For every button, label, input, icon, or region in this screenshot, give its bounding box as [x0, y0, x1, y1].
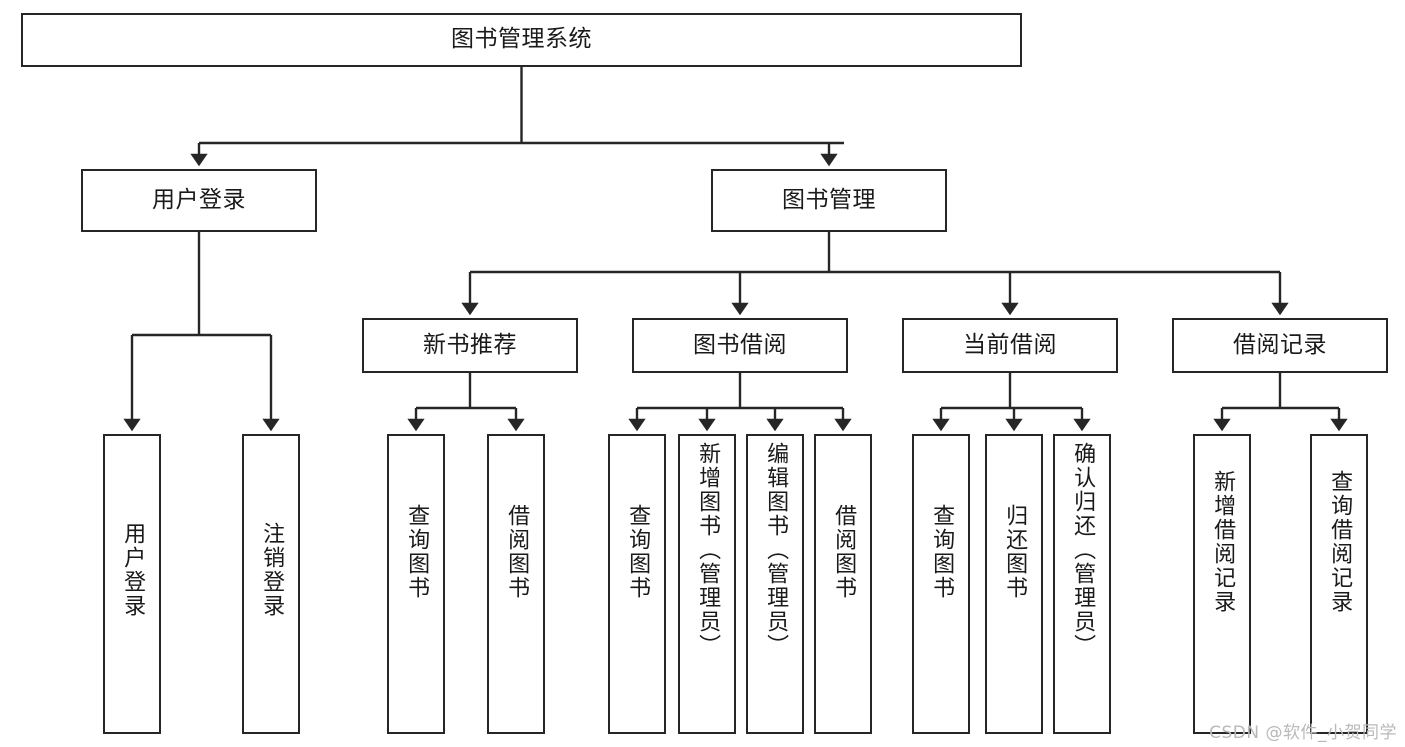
node-book-borrow[interactable]: 图书借阅: [632, 318, 848, 373]
node-borrow-record-label: 借阅记录: [1233, 331, 1327, 358]
node-leaf-query-record-label: 查询借阅记录: [1327, 470, 1353, 614]
node-new-book-rec-label: 新书推荐: [423, 331, 517, 358]
node-leaf-query-book-1[interactable]: 查询图书: [387, 434, 445, 734]
node-new-book-rec[interactable]: 新书推荐: [362, 318, 578, 373]
node-leaf-borrow-book-1[interactable]: 借阅图书: [487, 434, 545, 734]
node-leaf-edit-book[interactable]: 编辑图书（管理员）: [746, 434, 804, 734]
csdn-watermark: CSDN @软件_小贺同学: [1209, 723, 1397, 743]
node-leaf-add-book-label: 新增图书（管理员）: [695, 442, 721, 658]
node-leaf-query-record[interactable]: 查询借阅记录: [1310, 434, 1368, 734]
node-leaf-borrow-book-1-label: 借阅图书: [504, 504, 530, 600]
node-leaf-user-logout[interactable]: 注销登录: [242, 434, 300, 734]
node-leaf-add-book[interactable]: 新增图书（管理员）: [678, 434, 736, 734]
node-leaf-borrow-book-2-label: 借阅图书: [831, 504, 857, 600]
node-leaf-add-record-label: 新增借阅记录: [1210, 470, 1236, 614]
node-leaf-borrow-book-2[interactable]: 借阅图书: [814, 434, 872, 734]
node-leaf-query-book-2[interactable]: 查询图书: [608, 434, 666, 734]
node-leaf-user-login-label: 用户登录: [120, 522, 146, 618]
node-leaf-query-book-1-label: 查询图书: [404, 504, 430, 600]
node-book-borrow-label: 图书借阅: [693, 331, 787, 358]
node-leaf-return-book-label: 归还图书: [1002, 504, 1028, 600]
node-leaf-confirm-return-label: 确认归还（管理员）: [1070, 442, 1096, 658]
node-borrow-record[interactable]: 借阅记录: [1172, 318, 1388, 373]
node-book-manage[interactable]: 图书管理: [711, 169, 947, 232]
node-current-borrow[interactable]: 当前借阅: [902, 318, 1118, 373]
node-root[interactable]: 图书管理系统: [21, 13, 1022, 67]
node-leaf-add-record[interactable]: 新增借阅记录: [1193, 434, 1251, 734]
node-leaf-return-book[interactable]: 归还图书: [985, 434, 1043, 734]
node-leaf-user-login[interactable]: 用户登录: [103, 434, 161, 734]
node-current-borrow-label: 当前借阅: [963, 331, 1057, 358]
node-leaf-confirm-return[interactable]: 确认归还（管理员）: [1053, 434, 1111, 734]
node-leaf-edit-book-label: 编辑图书（管理员）: [763, 442, 789, 658]
node-user-login-label: 用户登录: [152, 186, 246, 213]
node-user-login[interactable]: 用户登录: [81, 169, 317, 232]
node-leaf-query-book-2-label: 查询图书: [625, 504, 651, 600]
node-leaf-query-book-3-label: 查询图书: [929, 504, 955, 600]
node-book-manage-label: 图书管理: [782, 186, 876, 213]
node-leaf-query-book-3[interactable]: 查询图书: [912, 434, 970, 734]
node-leaf-user-logout-label: 注销登录: [259, 522, 285, 618]
node-root-label: 图书管理系统: [451, 26, 592, 53]
